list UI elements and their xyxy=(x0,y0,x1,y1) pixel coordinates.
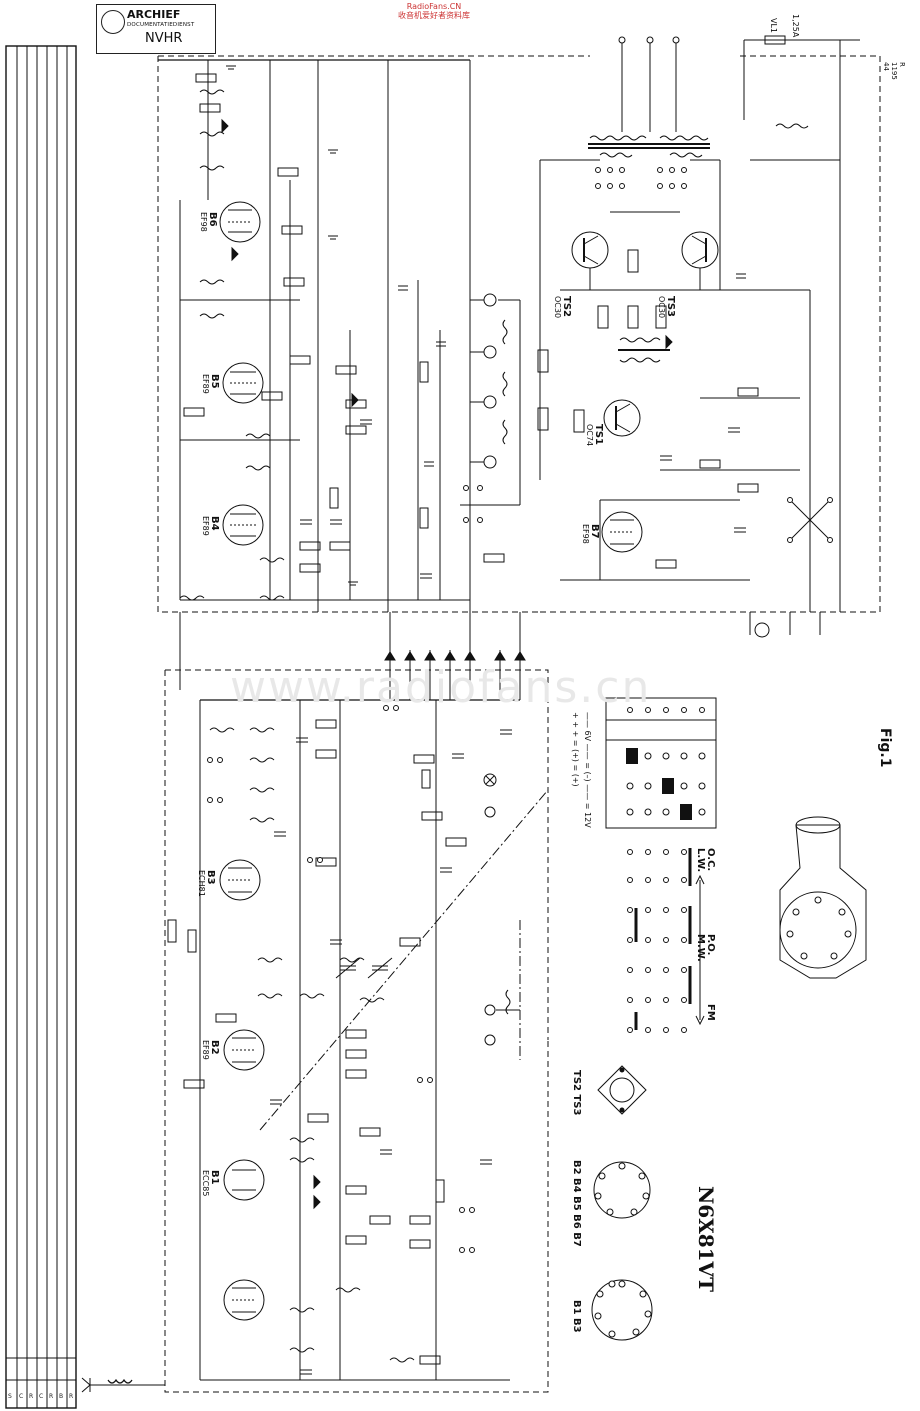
svg-text:C: C xyxy=(39,1393,43,1400)
svg-text:R: R xyxy=(49,1393,53,1400)
transistor-label-ts2: TS2 xyxy=(561,296,572,317)
archive-logo-icon xyxy=(101,10,125,34)
tube-type-b1: ECC85 xyxy=(201,1170,210,1197)
stamp-org: NVHR xyxy=(145,31,183,46)
site-subtitle: 收音机爱好者资料库 xyxy=(398,11,470,20)
rf-capacitors xyxy=(270,729,512,1375)
if-resistors xyxy=(183,73,505,573)
tube-label-b2: B2 xyxy=(209,1040,220,1055)
transistor-ts3 xyxy=(681,231,719,269)
socket-b2-b7 xyxy=(593,1161,651,1219)
tube-type-b5: EF89 xyxy=(201,374,210,394)
svg-text:C: C xyxy=(19,1393,23,1400)
transistor-type-ts1: OC74 xyxy=(585,424,594,447)
model-number: N6X81VT xyxy=(694,1186,718,1292)
tube-type-b3: ECH81 xyxy=(197,870,206,897)
tube-label-b3: B3 xyxy=(205,870,216,885)
rf-mixer-section xyxy=(81,650,549,1393)
socket-b1-b3 xyxy=(591,1279,653,1341)
dial-lamp xyxy=(483,773,497,787)
svg-text:R: R xyxy=(29,1393,33,1400)
output-switch-contacts xyxy=(595,167,687,189)
stamp-subtitle: DOCUMENTATIEDIENST xyxy=(127,22,195,28)
din-connector xyxy=(779,816,867,979)
band-label-fm: FM xyxy=(705,1004,716,1021)
socket-caption-b2-b7: B2 B4 B5 B6 B7 xyxy=(571,1160,582,1247)
rf-resistors xyxy=(167,719,467,1365)
band-label-mw: M.W. xyxy=(695,934,706,962)
reference-code: R 1195 44 xyxy=(882,62,906,80)
switch-plate xyxy=(605,697,717,829)
supply-legend-plus: + + + = (+) = (+) xyxy=(571,712,580,787)
fuse-rating: 1,25A xyxy=(791,14,800,38)
site-header: RadioFans.CN 收音机爱好者资料库 xyxy=(398,2,470,20)
component-index-table xyxy=(5,45,77,1409)
transistor-label-ts1: TS1 xyxy=(593,424,604,445)
socket-caption-ts: TS2 TS3 xyxy=(571,1070,582,1116)
band-switch-bars xyxy=(634,848,692,1030)
tube-label-b5: B5 xyxy=(209,374,220,389)
archive-stamp: ARCHIEF DOCUMENTATIEDIENST NVHR xyxy=(96,4,216,54)
tube-b7 xyxy=(601,511,643,553)
if-amplifier-section xyxy=(157,55,881,613)
watermark-text: www.radiofans.cn xyxy=(230,662,652,713)
band-switch-matrix xyxy=(627,849,687,1033)
tube-b1-section xyxy=(223,1159,265,1201)
band-label-lw: L.W. xyxy=(695,848,706,873)
rf-coils xyxy=(209,727,415,1363)
tube-type-b2: EF89 xyxy=(201,1040,210,1060)
transistor-label-ts3: TS3 xyxy=(665,296,676,317)
rf-connector-row xyxy=(179,650,526,700)
band-switch-contacts-top xyxy=(463,485,483,523)
tube-b5 xyxy=(222,362,264,404)
tube-b1 xyxy=(223,1279,265,1321)
supply-legend-minus: —— 6V —— = (–) —— = 12V xyxy=(583,712,592,828)
if-capacitors xyxy=(300,285,446,579)
tube-type-b4: EF89 xyxy=(201,516,210,536)
tube-b6 xyxy=(219,201,261,243)
svg-text:S: S xyxy=(8,1393,12,1400)
tube-b2 xyxy=(223,1029,265,1071)
af-output-stage xyxy=(537,35,860,638)
band-label-oc: O.C. xyxy=(705,848,716,872)
stamp-title: ARCHIEF xyxy=(127,8,181,21)
transistor-case-outline xyxy=(597,1065,647,1115)
output-transformer xyxy=(588,135,710,158)
tube-type-b6: EF98 xyxy=(199,212,208,232)
tuning-capacitor xyxy=(335,957,393,979)
detector-diodes xyxy=(221,118,359,408)
socket-caption-b1-b3: B1 B3 xyxy=(571,1300,582,1333)
transistor-ts2 xyxy=(571,231,609,269)
rf-switch-contacts xyxy=(207,705,475,1253)
transistor-ts1 xyxy=(603,399,641,437)
if-coils xyxy=(179,89,285,601)
transistor-type-ts2: OC30 xyxy=(553,296,562,319)
site-name: RadioFans.CN xyxy=(406,2,462,11)
tube-label-b7: B7 xyxy=(589,524,600,539)
svg-text:R: R xyxy=(69,1393,73,1400)
ground-symbols-top xyxy=(226,65,358,586)
antenna-input xyxy=(81,1377,165,1393)
band-label-po: P.O. xyxy=(705,934,716,956)
tube-label-b4: B4 xyxy=(209,516,220,531)
tube-b3 xyxy=(219,859,261,901)
tube-b4 xyxy=(222,504,264,546)
transistor-type-ts3: OC30 xyxy=(657,296,666,319)
tube-label-b1: B1 xyxy=(209,1170,220,1185)
if-terminal-strip xyxy=(460,293,521,506)
tube-label-b6: B6 xyxy=(207,212,218,227)
figure-label: Fig.1 xyxy=(877,728,893,768)
svg-text:B: B xyxy=(59,1393,63,1400)
fuse-label: VL1 xyxy=(769,18,778,34)
tube-type-b7: EF98 xyxy=(581,524,590,544)
